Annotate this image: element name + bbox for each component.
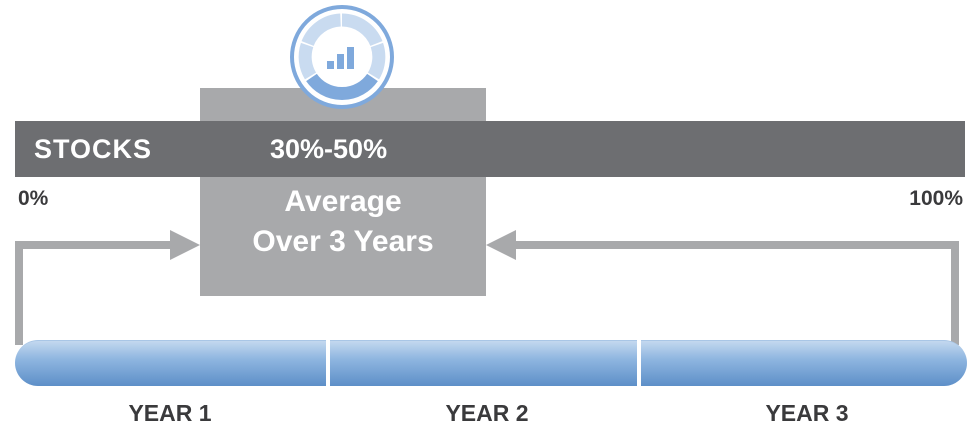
bar-chart-circle-icon bbox=[290, 5, 394, 109]
stocks-label: STOCKS bbox=[34, 134, 153, 164]
average-text-line-1: Average bbox=[284, 185, 402, 218]
scale-min-label: 0% bbox=[18, 187, 49, 210]
right-arrow-head-icon bbox=[486, 230, 516, 260]
stocks-bar bbox=[15, 121, 965, 177]
year-1-label: YEAR 1 bbox=[128, 400, 212, 426]
average-text: Average Over 3 Years bbox=[200, 182, 486, 262]
right-connector-line bbox=[514, 241, 959, 345]
year-3-label: YEAR 3 bbox=[765, 400, 849, 426]
left-connector-line bbox=[15, 241, 172, 345]
average-text-line-2: Over 3 Years bbox=[252, 225, 434, 258]
year-2-segment bbox=[330, 340, 637, 386]
left-arrow-head-icon bbox=[170, 230, 200, 260]
year-3-segment bbox=[641, 340, 967, 386]
year-2-label: YEAR 2 bbox=[445, 400, 529, 426]
scale-max-label: 100% bbox=[909, 187, 963, 210]
year-1-segment bbox=[15, 340, 326, 386]
allocation-range-label: 30%-50% bbox=[270, 134, 388, 164]
